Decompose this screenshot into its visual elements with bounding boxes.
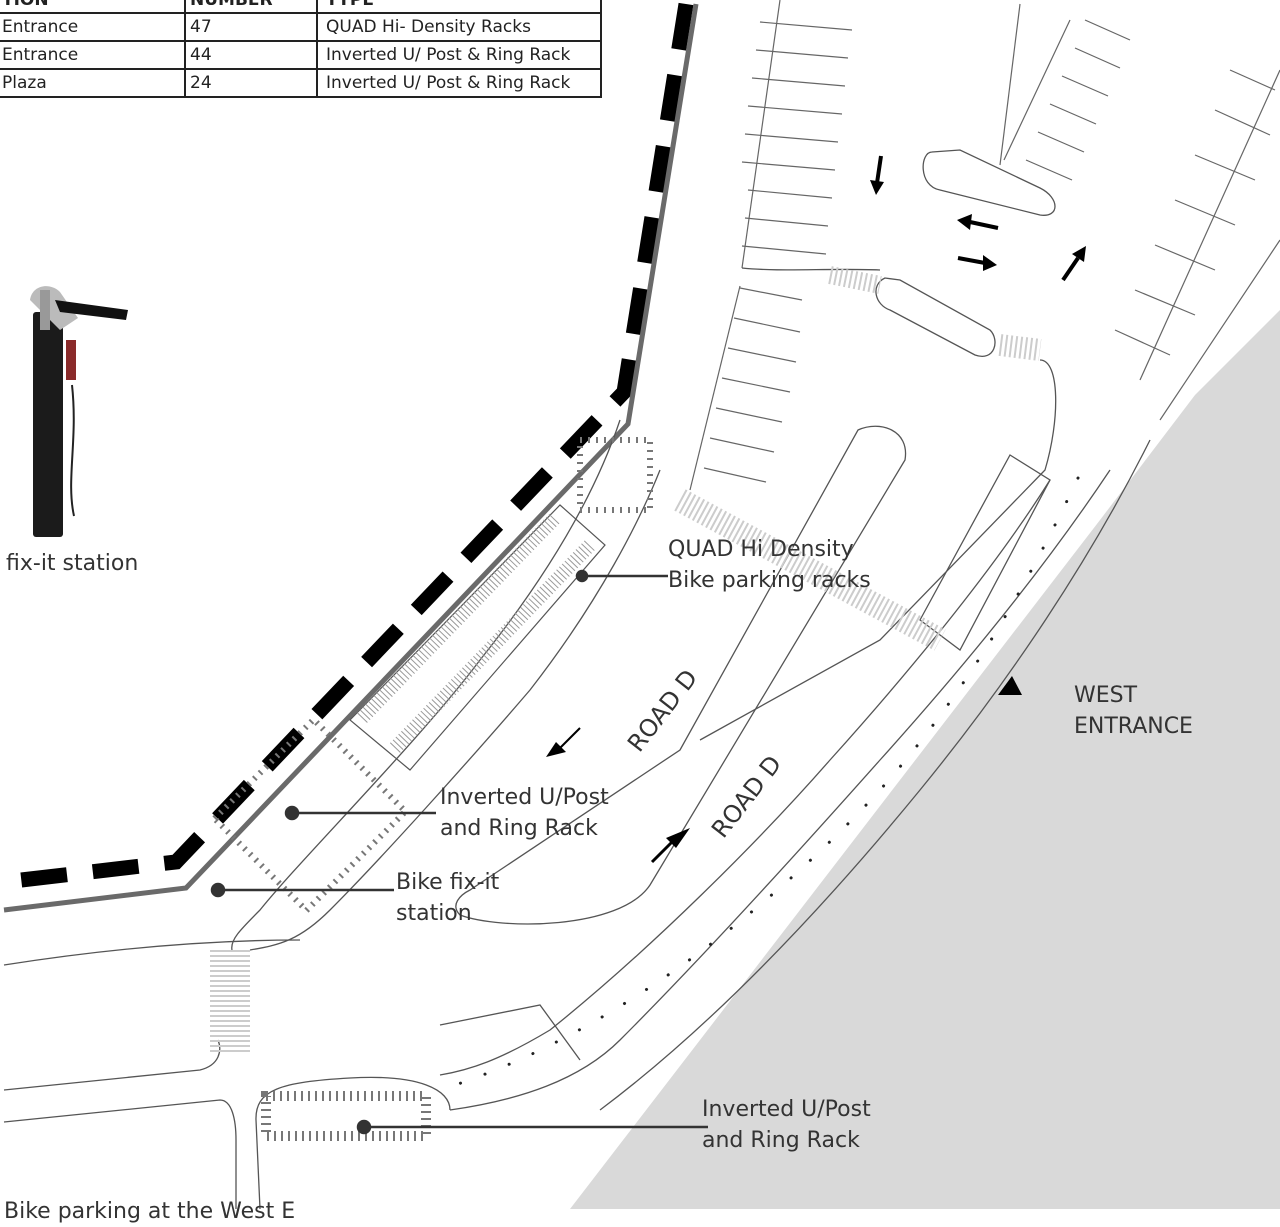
inverted-rack-callout-1-line2: and Ring Rack xyxy=(440,816,598,841)
west-entrance-label: WEST ENTRANCE xyxy=(1074,680,1193,742)
quad-rack-callout-line2: Bike parking racks xyxy=(668,568,871,593)
bottom-caption: Bike parking at the West E xyxy=(4,1199,296,1224)
inverted-rack-callout-2-line1: Inverted U/Post xyxy=(702,1097,871,1122)
site-edge xyxy=(3,3,699,913)
direction-arrows xyxy=(546,155,1086,864)
table-cell-location: Plaza xyxy=(0,68,186,98)
table-row: Entrance 44 Inverted U/ Post & Ring Rack xyxy=(0,40,602,70)
table-cell-type: Inverted U/ Post & Ring Rack xyxy=(316,68,602,98)
table-header-type: TYPE xyxy=(316,0,602,14)
inverted-rack-callout-1: Inverted U/Post and Ring Rack xyxy=(440,782,609,844)
quad-rack-callout: QUAD Hi Density Bike parking racks xyxy=(668,534,871,596)
table-cell-number: 24 xyxy=(184,68,318,98)
table-row: Plaza 24 Inverted U/ Post & Ring Rack xyxy=(0,68,602,98)
road-curbs xyxy=(3,149,1151,1209)
inverted-rack-callout-2-line2: and Ring Rack xyxy=(702,1128,860,1153)
table-cell-location: Entrance xyxy=(0,40,186,70)
table-header-number: NUMBER xyxy=(184,0,318,14)
table-cell-number: 44 xyxy=(184,40,318,70)
quad-rack-area xyxy=(349,504,606,771)
leader-lines xyxy=(210,569,708,1135)
table-cell-number: 47 xyxy=(184,12,318,42)
inverted-rack-callout-2: Inverted U/Post and Ring Rack xyxy=(702,1094,871,1156)
table-cell-type: Inverted U/ Post & Ring Rack xyxy=(316,40,602,70)
table-row: Entrance 47 QUAD Hi- Density Racks xyxy=(0,12,602,42)
fixit-callout-line1: Bike fix-it xyxy=(396,870,500,895)
table-cell-type: QUAD Hi- Density Racks xyxy=(316,12,602,42)
table-header-location: TION xyxy=(0,0,186,14)
west-entrance-line1: WEST xyxy=(1074,683,1138,708)
property-boundary xyxy=(3,2,694,890)
fixit-caption: fix-it station xyxy=(6,551,139,576)
inverted-rack-callout-1-line1: Inverted U/Post xyxy=(440,785,609,810)
gray-area xyxy=(570,310,1280,1209)
fixit-callout: Bike fix-it station xyxy=(396,867,499,929)
fixit-callout-line2: station xyxy=(396,901,472,926)
quad-rack-callout-line1: QUAD Hi Density xyxy=(668,537,854,562)
table-cell-location: Entrance xyxy=(0,12,186,42)
rack-clusters xyxy=(210,437,653,1141)
fixit-station-image xyxy=(30,286,128,537)
bike-rack-table: TION NUMBER TYPE Entrance 47 QUAD Hi- De… xyxy=(0,0,602,98)
table-header-row: TION NUMBER TYPE xyxy=(0,0,602,14)
parking-stalls xyxy=(689,0,1280,491)
crosswalks xyxy=(210,266,1042,1052)
west-entrance-line2: ENTRANCE xyxy=(1074,714,1193,739)
